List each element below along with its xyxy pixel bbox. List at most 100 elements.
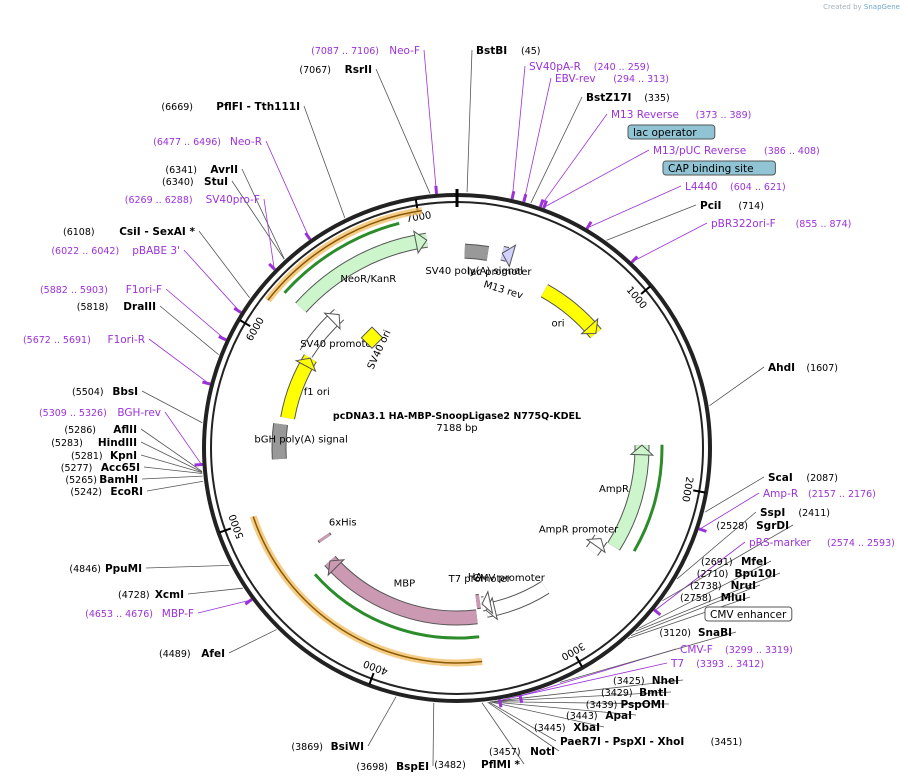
credit-prefix: Created by (823, 3, 862, 11)
site-mlui[interactable]: MluI(2758) (680, 592, 746, 604)
site-name: PciI (700, 200, 721, 212)
site-pflmi[interactable]: PflMI *(3482) (434, 759, 520, 771)
ring-tick (219, 527, 232, 534)
site-ecori[interactable]: EcoRI(5242) (70, 486, 143, 498)
label-leader (141, 475, 203, 480)
primer-mark (585, 220, 593, 230)
ring-tick (575, 655, 583, 668)
site-lac-operator[interactable]: lac operator (627, 124, 716, 140)
feature-ori[interactable]: ori (540, 284, 602, 339)
label-leader (488, 701, 557, 742)
site-ppumi[interactable]: PpuMI(4846) (69, 563, 142, 575)
feature-sv40-ori[interactable] (360, 326, 384, 350)
feature-f1-ori[interactable]: f1 ori (280, 354, 330, 420)
site-mfei[interactable]: MfeI(2691) (701, 556, 767, 568)
site-name: AfeI (201, 648, 225, 660)
site-bamhi[interactable]: BamHI(5265) (65, 474, 138, 486)
site-m13-puc-reverse[interactable]: M13/pUC Reverse(386 .. 408) (653, 145, 820, 157)
site-neo-r[interactable]: Neo-R(6477 .. 6496) (153, 136, 262, 148)
site-cap-binding-site[interactable]: CAP binding site (662, 160, 776, 176)
site-neo-f[interactable]: Neo-F(7087 .. 7106) (311, 45, 420, 57)
label-leader (466, 49, 473, 193)
site-cmv-enhancer[interactable]: CMV enhancer (704, 606, 793, 622)
site-kpni[interactable]: KpnI(5281) (71, 450, 137, 462)
feature-sv40-poly-a-signal[interactable]: SV40 poly(A) signal (425, 243, 523, 277)
primer-mark (498, 699, 503, 708)
site-name: SgrDI (756, 520, 789, 532)
site-position: (6269 .. 6288) (125, 195, 193, 206)
primer-mark (304, 232, 312, 241)
label-leader (241, 168, 285, 260)
site-snabi[interactable]: SnaBI(3120) (659, 627, 732, 639)
feature-sv40-promoter[interactable]: SV40 promoter (299, 309, 377, 358)
site-sspi[interactable]: SspI(2411) (760, 507, 830, 519)
site-ahdi[interactable]: AhdI(1607) (768, 362, 838, 374)
site-name: MluI (721, 592, 746, 604)
site-pbabe-3[interactable]: pBABE 3'(6022 .. 6042) (51, 245, 180, 257)
site-afei[interactable]: AfeI(4489) (159, 648, 225, 660)
site-nhei[interactable]: NheI(3425) (613, 675, 679, 687)
feature-mbp[interactable]: MBP (324, 555, 478, 626)
site-stui[interactable]: StuI(6340) (162, 176, 228, 188)
site-position: (2157 .. 2176) (808, 489, 876, 500)
site-draiii[interactable]: DraIII(5818) (77, 301, 156, 313)
site-amp-r[interactable]: Amp-R(2157 .. 2176) (763, 488, 876, 500)
feature-bgh-poly-a-signal[interactable]: bGH poly(A) signal (254, 423, 348, 460)
site-m13-reverse[interactable]: M13 Reverse(373 .. 389) (611, 109, 751, 121)
site-sv40pro-f[interactable]: SV40pro-F(6269 .. 6288) (125, 194, 260, 206)
site-position: (2574 .. 2593) (827, 538, 895, 549)
site-bbsi[interactable]: BbsI(5504) (72, 386, 138, 398)
site-f1ori-f[interactable]: F1ori-F(5882 .. 5903) (40, 284, 162, 296)
label-leader (141, 390, 203, 424)
feature-label: M13 rev (482, 279, 524, 301)
site-bstbi[interactable]: BstBI(45) (476, 45, 541, 57)
site-sgrdi[interactable]: SgrDI(2528) (716, 520, 789, 532)
feature-ampr-promoter[interactable]: AmpR promoter (539, 524, 619, 556)
site-pbr322ori-f[interactable]: pBR322ori-F(855 .. 874) (711, 218, 851, 230)
site-sv40pa-r[interactable]: SV40pA-R(240 .. 259) (529, 61, 650, 73)
feature-ha[interactable]: HA (468, 572, 483, 610)
feature-lac-promoter[interactable]: lac promoter (468, 244, 533, 278)
feature-6xhis[interactable]: 6xHis (317, 517, 357, 544)
site-f1ori-r[interactable]: F1ori-R(5672 .. 5691) (23, 334, 145, 346)
site-rsrii[interactable]: RsrII(7067) (299, 64, 372, 76)
site-bmti[interactable]: BmtI(3429) (601, 687, 667, 699)
site-bspei[interactable]: BspEI(3698) (356, 761, 429, 773)
site-acc65i[interactable]: Acc65I(5277) (61, 462, 140, 474)
site-scai[interactable]: ScaI(2087) (768, 472, 838, 484)
site-noti[interactable]: NotI(3457) (489, 746, 555, 758)
site-cmv-f[interactable]: CMV-F(3299 .. 3319) (680, 644, 793, 656)
site-name: PaeR7I - PspXI - XhoI (560, 736, 684, 748)
feature-label: HA (468, 572, 483, 583)
site-prs-marker[interactable]: pRS-marker(2574 .. 2593) (749, 537, 895, 549)
site-paer7i-pspxi-xhoi[interactable]: PaeR7I - PspXI - XhoI(3451) (560, 736, 742, 748)
site-bgh-rev[interactable]: BGH-rev(5309 .. 5326) (39, 407, 161, 419)
site-bsiwi[interactable]: BsiWI(3869) (291, 741, 364, 753)
site-avrii[interactable]: AvrII(6341) (165, 164, 238, 176)
label-leader (493, 691, 672, 702)
site-name: StuI (204, 176, 228, 188)
site-pspomi[interactable]: PspOMI(3439) (586, 699, 665, 711)
feature-label: bGH poly(A) signal (254, 434, 347, 445)
site-hindiii[interactable]: HindIII(5283) (51, 437, 137, 449)
label-leader (699, 492, 760, 530)
site-nrui[interactable]: NruI(2738) (690, 580, 756, 592)
site-aflii[interactable]: AflII(5286) (64, 424, 137, 436)
site-xcmi[interactable]: XcmI(4728) (118, 589, 184, 601)
site-pflfi-tth111i[interactable]: PflFI - Tth111I(6669) (161, 101, 300, 113)
feature-ampr[interactable]: AmpR (599, 444, 655, 551)
site-csii-sexai[interactable]: CsiI - SexAI *(6108) (63, 226, 195, 238)
site-bstz17i[interactable]: BstZ17I(335) (586, 92, 670, 104)
site-l4440[interactable]: L4440(604 .. 621) (685, 181, 786, 193)
site-bpu10i[interactable]: Bpu10I(2710) (697, 568, 776, 580)
site-apai[interactable]: ApaI(3443) (566, 710, 632, 722)
site-position: (5504) (72, 387, 104, 398)
site-mbp-f[interactable]: MBP-F(4653 .. 4676) (85, 608, 194, 620)
feature-t7-promoter[interactable]: T7 promoter (448, 574, 512, 615)
site-t7[interactable]: T7(3393 .. 3412) (670, 658, 764, 670)
site-name: NruI (731, 580, 756, 592)
site-ebv-rev[interactable]: EBV-rev(294 .. 313) (555, 73, 669, 85)
site-xbai[interactable]: XbaI(3445) (534, 722, 600, 734)
site-pcii[interactable]: PciI(714) (700, 200, 764, 212)
feature-neor-kanr[interactable]: NeoR/KanR (295, 230, 428, 313)
